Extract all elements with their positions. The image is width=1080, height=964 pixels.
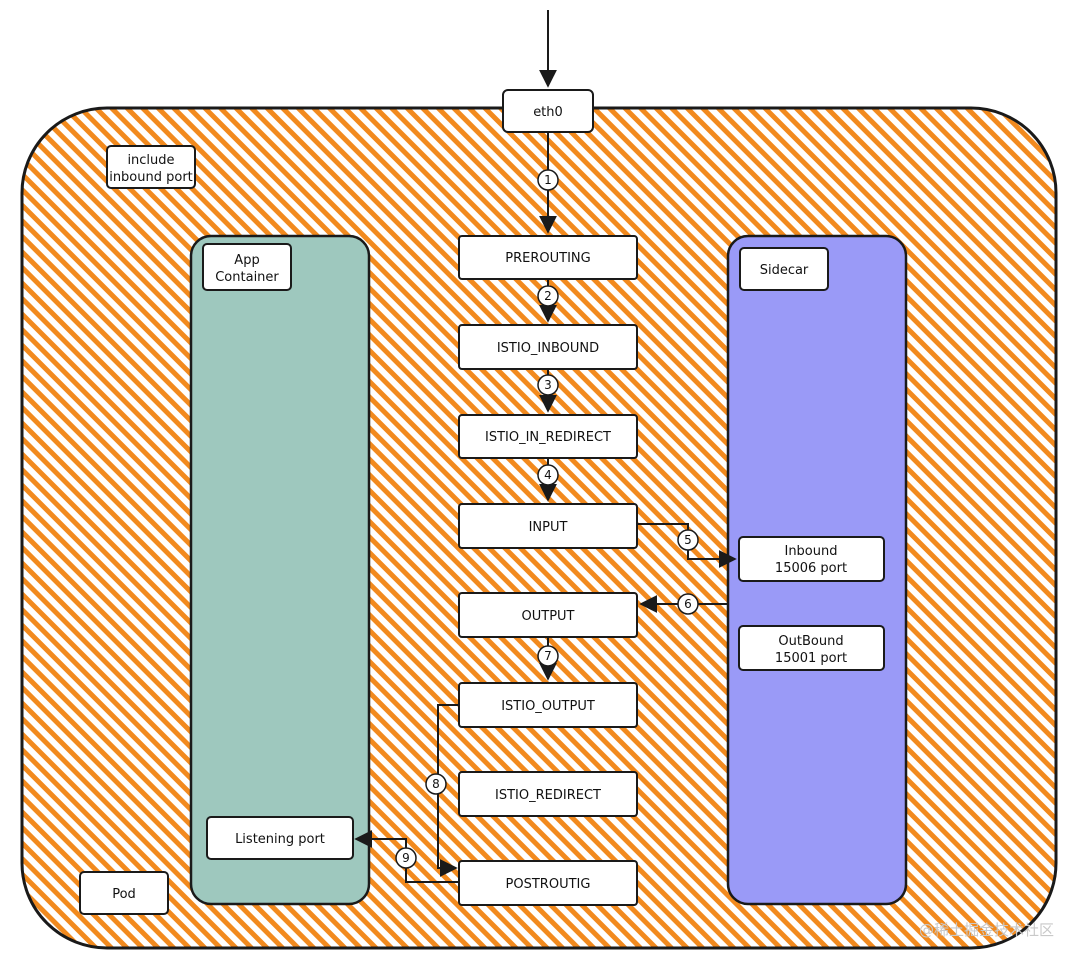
input-label: INPUT <box>529 520 568 535</box>
eth0-box: eth0 <box>502 89 594 133</box>
postroutig-label: POSTROUTIG <box>506 877 591 892</box>
inbound-line2: 15006 port <box>775 561 847 576</box>
output-box: OUTPUT <box>458 592 638 638</box>
step-badge-5: 5 <box>677 529 699 551</box>
step-3-label: 3 <box>544 378 552 392</box>
step-badge-7: 7 <box>537 645 559 667</box>
istio-redirect-box: ISTIO_REDIRECT <box>458 771 638 817</box>
include-inbound-line1: include <box>127 153 174 168</box>
output-label: OUTPUT <box>522 609 575 624</box>
istio-in-redirect-box: ISTIO_IN_REDIRECT <box>458 414 638 459</box>
step-badge-1: 1 <box>537 169 559 191</box>
outbound-line1: OutBound <box>778 634 843 649</box>
istio-output-box: ISTIO_OUTPUT <box>458 682 638 728</box>
step-badge-6: 6 <box>677 593 699 615</box>
include-inbound-line2: inbound port <box>109 170 193 185</box>
app-container: App Container <box>189 234 371 906</box>
app-container-line1: App <box>234 253 259 268</box>
pod-label: Pod <box>112 887 136 902</box>
step-badge-8: 8 <box>425 773 447 795</box>
prerouting-label: PREROUTING <box>505 251 590 266</box>
inbound-port-box: Inbound 15006 port <box>738 536 885 582</box>
prerouting-box: PREROUTING <box>458 235 638 280</box>
inbound-line1: Inbound <box>784 544 837 559</box>
step-2-label: 2 <box>544 289 552 303</box>
step-4-label: 4 <box>544 468 552 482</box>
step-9-label: 9 <box>402 851 410 865</box>
step-8-label: 8 <box>432 777 440 791</box>
step-badge-3: 3 <box>537 374 559 396</box>
step-badge-2: 2 <box>537 285 559 307</box>
istio-redirect-label: ISTIO_REDIRECT <box>495 788 601 803</box>
input-box: INPUT <box>458 503 638 549</box>
step-7-label: 7 <box>544 649 552 663</box>
listening-port-label: Listening port <box>235 832 325 847</box>
sidecar-label: Sidecar <box>760 263 809 278</box>
watermark: @稀土掘金技术社区 <box>919 921 1054 939</box>
step-1-label: 1 <box>544 173 552 187</box>
include-inbound-port-box: include inbound port <box>106 145 196 189</box>
outbound-line2: 15001 port <box>775 651 847 666</box>
listening-port-box: Listening port <box>206 816 354 860</box>
istio-output-label: ISTIO_OUTPUT <box>501 699 595 714</box>
istio-inbound-label: ISTIO_INBOUND <box>497 341 599 356</box>
istio-in-redirect-label: ISTIO_IN_REDIRECT <box>485 430 611 445</box>
postroutig-box: POSTROUTIG <box>458 860 638 906</box>
step-5-label: 5 <box>684 533 692 547</box>
outbound-port-box: OutBound 15001 port <box>738 625 885 671</box>
step-badge-9: 9 <box>395 847 417 869</box>
app-container-line2: Container <box>215 270 279 285</box>
istio-inbound-box: ISTIO_INBOUND <box>458 324 638 370</box>
eth0-label: eth0 <box>533 105 563 120</box>
step-badge-4: 4 <box>537 464 559 486</box>
step-6-label: 6 <box>684 597 692 611</box>
pod-label-box: Pod <box>79 871 169 915</box>
